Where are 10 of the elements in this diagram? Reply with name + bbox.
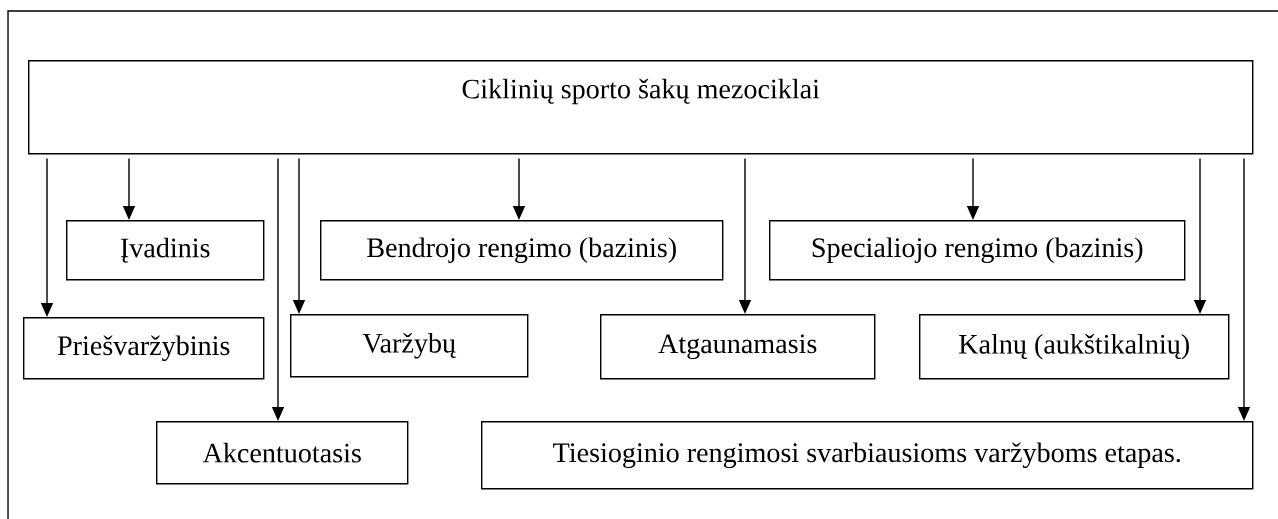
stage-box: Atgaunamasis xyxy=(600,314,876,380)
stage-box: Bendrojo rengimo (bazinis) xyxy=(320,220,724,281)
stage-box: Ciklinių sporto šakų mezociklai xyxy=(28,60,1254,155)
stage-box: Kalnų (aukštikalnių) xyxy=(919,314,1230,380)
stage-box: Įvadinis xyxy=(66,220,265,281)
stage-box: Tiesioginio rengimosi svarbiausioms varžyboms etapas. xyxy=(481,421,1254,490)
stage-box: Priešvaržybinis xyxy=(23,317,265,380)
stage-box: Specialiojo rengimo (bazinis) xyxy=(769,220,1186,281)
stage-box: Akcentuotasis xyxy=(156,421,409,485)
stage-box: Varžybų xyxy=(290,314,529,378)
